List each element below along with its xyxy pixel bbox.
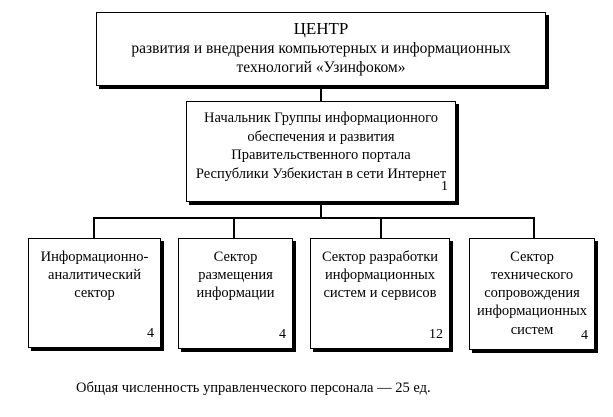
connector-sector-2 <box>233 217 235 238</box>
sector-label-line: Информационно- <box>40 249 149 265</box>
connector-top-to-head <box>320 87 322 101</box>
sector-box-placement: Сектор размещения информации 4 <box>178 238 293 349</box>
center-box: ЦЕНТР развития и внедрения компьютерных … <box>96 12 546 86</box>
sector-label: Сектор разработки информационных систем … <box>313 248 447 302</box>
sector-count: 4 <box>279 327 286 342</box>
head-unit-label: Начальник Группы информационного обеспеч… <box>187 109 455 183</box>
sector-label-line: информационных <box>477 303 587 320</box>
head-unit-line-4: Республики Узбекистан в сети Интернет <box>195 165 447 182</box>
sector-label: Информационно- аналитический сектор <box>31 248 158 302</box>
sector-label-line: систем <box>510 321 554 338</box>
sector-label-line: Сектор <box>510 249 554 265</box>
sector-label: Сектор технического сопровождения информ… <box>472 248 592 339</box>
sector-label: Сектор размещения информации <box>181 248 290 302</box>
staff-total-note: Общая численность управленческого персон… <box>76 380 431 396</box>
connector-sector-4 <box>533 217 535 238</box>
center-title: ЦЕНТР <box>293 19 349 38</box>
head-unit-count: 1 <box>441 179 448 194</box>
head-unit-line-2: обеспечения и развития <box>247 128 395 145</box>
sector-label-line: систем и сервисов <box>323 285 437 302</box>
connector-horizontal <box>93 217 534 219</box>
connector-sector-3 <box>380 217 382 238</box>
sector-box-support: Сектор технического сопровождения информ… <box>469 238 595 350</box>
head-unit-box: Начальник Группы информационного обеспеч… <box>186 101 456 202</box>
center-subtitle-line-1: развития и внедрения компьютерных и инфо… <box>131 40 511 57</box>
sector-label-line: информации <box>196 285 275 302</box>
sector-box-analytics: Информационно- аналитический сектор 4 <box>28 238 161 348</box>
sector-label-line: аналитический <box>48 267 141 284</box>
sector-count: 12 <box>429 327 443 342</box>
sector-label-line: технического <box>490 267 574 284</box>
center-subtitle: развития и внедрения компьютерных и инфо… <box>97 40 545 77</box>
sector-label-line: Сектор разработки <box>321 249 439 265</box>
connector-sector-1 <box>93 217 95 238</box>
head-unit-line-3: Правительственного портала <box>231 147 411 164</box>
sector-label-line: сектор <box>74 285 115 302</box>
sector-box-development: Сектор разработки информационных систем … <box>310 238 450 349</box>
sector-label-line: сопровождения <box>484 285 580 302</box>
sector-label-line: размещения <box>198 267 273 284</box>
sector-label-line: информационных <box>325 267 435 284</box>
head-unit-line-1: Начальник Группы информационного <box>204 110 438 126</box>
sector-count: 4 <box>147 326 154 341</box>
center-subtitle-line-2: технологий «Узинфоком» <box>236 58 406 76</box>
sector-label-line: Сектор <box>213 249 258 265</box>
connector-head-down <box>320 203 322 218</box>
sector-count: 4 <box>581 328 588 343</box>
